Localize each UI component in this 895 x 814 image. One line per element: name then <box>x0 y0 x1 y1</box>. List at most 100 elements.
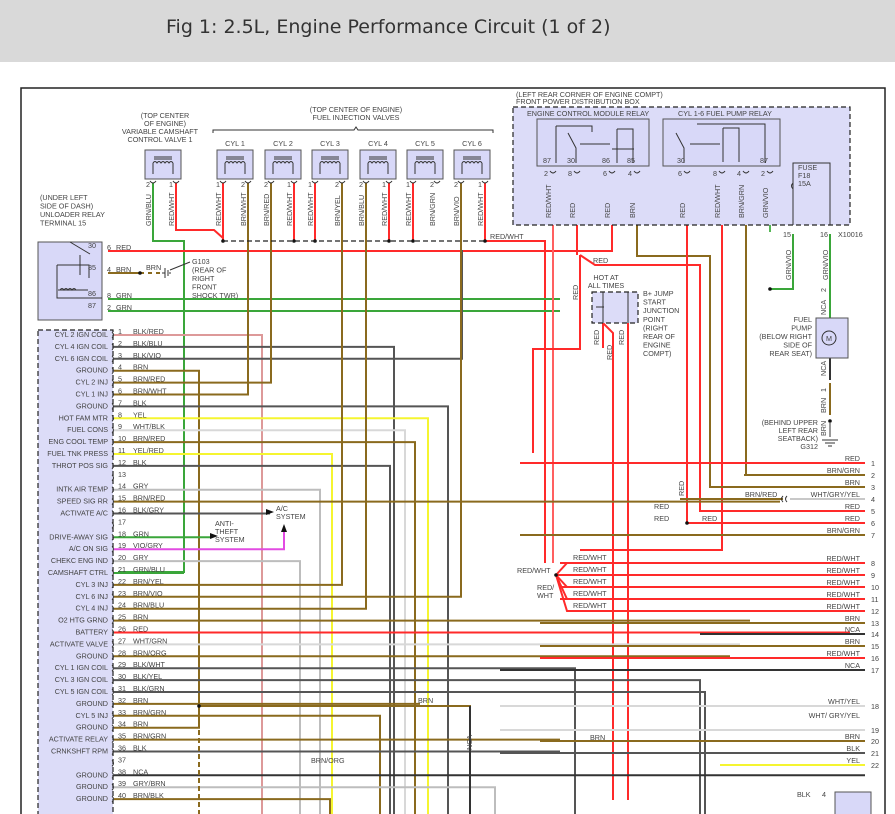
wire-color-label: GRN/VIO <box>784 249 793 280</box>
pin-connector-icon <box>111 629 114 636</box>
ecm-pin-name: CYL 5 IGN COIL <box>55 687 108 696</box>
right-pin-number: 13 <box>871 619 879 628</box>
pin-connector-icon <box>573 170 581 174</box>
pin-connector-icon <box>683 170 691 174</box>
pin-connector-icon <box>111 343 114 351</box>
pin-connector-icon <box>718 170 726 174</box>
ecm-pin-name: CYL 2 INJ <box>76 378 109 387</box>
wire-red-wht <box>555 562 865 576</box>
ecm-pin-wire-label: BRN/BLU <box>133 601 164 610</box>
ecm-pin-name: ACTIVATE VALVE <box>50 639 108 648</box>
ground-g103-label: RIGHT <box>192 274 215 283</box>
pin-connector-icon <box>111 367 114 375</box>
right-pin-wire-label: WHT/YEL <box>828 697 860 706</box>
pin-connector-icon <box>244 180 252 184</box>
wire-color-label: RED <box>702 514 717 523</box>
pin-number: 1 <box>478 180 482 189</box>
ecm-pin-name: INTK AIR TEMP <box>56 485 108 494</box>
wire-color-label: BLK <box>797 790 811 799</box>
pin-connector-icon <box>111 760 114 767</box>
ecm-pin-number: 26 <box>118 625 126 634</box>
injectors-location: (TOP CENTER OF ENGINE) <box>310 105 402 114</box>
ecm-pin-name: CYL 5 INJ <box>76 711 109 720</box>
wire-color-label: RED/ <box>537 583 554 592</box>
camshaft-valve-name: VARIABLE CAMSHAFT <box>122 127 199 136</box>
ecm-pin-wire-label: NCA <box>133 767 148 776</box>
ecm-pin-wire-label: BRN <box>133 613 148 622</box>
pin-connector-icon <box>111 438 114 446</box>
relay-terminal: 30 <box>567 156 575 165</box>
wire-color-label: RED/WHT <box>573 565 607 574</box>
figure-title-bar: Fig 1: 2.5L, Engine Performance Circuit … <box>0 0 895 62</box>
wire-color-label: RED <box>654 514 669 523</box>
arrow-icon <box>266 509 274 515</box>
injector-label-cyl-1: CYL 1 <box>225 139 245 148</box>
wire-ecm-pin-8 <box>114 417 429 814</box>
ecm-pin-name: CYL 2 IGN COIL <box>55 330 108 339</box>
ecm-pin-number: 11 <box>118 446 125 455</box>
wire-color-label: BRN <box>116 265 131 274</box>
pin-number: 6 <box>107 243 111 252</box>
pin-number: 8 <box>713 169 717 178</box>
pin-number: 15 <box>783 230 791 239</box>
ecm-pin-number: 1 <box>118 327 122 336</box>
splice-dot <box>828 419 832 423</box>
right-pin-wire-label: BRN <box>845 614 860 623</box>
relay-terminal: 87 <box>88 301 96 310</box>
right-pin-wire-label: NCA <box>845 661 860 670</box>
pin-number: 8 <box>107 291 111 300</box>
pin-number: 2 <box>430 180 434 189</box>
pin-number: 2 <box>241 180 245 189</box>
wire-ecm-pin-5 <box>114 183 272 384</box>
pin-connector-icon <box>111 736 114 743</box>
ecm-pin-number: 29 <box>118 660 126 669</box>
wire-ecm-pin-30 <box>114 679 701 814</box>
pin-number: 2 <box>544 169 548 178</box>
splice-dot <box>768 287 772 291</box>
ecm-pin-number: 30 <box>118 672 126 681</box>
fuel-injector-cyl-1 <box>216 149 254 180</box>
ecm-pin-wire-label: BRN/BLK <box>133 791 164 800</box>
ecm-pin-name: CYL 1 IGN COIL <box>55 663 108 672</box>
junction-label: JUNCTION <box>643 306 679 315</box>
pin-connector-icon <box>111 331 114 339</box>
ecm-pin-wire-label: BRN <box>133 363 148 372</box>
fuel-pump-label: (BELOW RIGHT <box>759 332 812 341</box>
fuel-injector-cyl-5 <box>406 149 444 180</box>
ecm-pin-wire-label: GRY <box>133 482 149 491</box>
camshaft-valve-location: (TOP CENTER <box>141 111 189 120</box>
ecm-pin-name: GROUND <box>76 366 108 375</box>
pin-connector-icon <box>111 676 114 684</box>
right-pin-number: 20 <box>871 737 879 746</box>
wire-color-label: RED/WHT <box>573 589 607 598</box>
ecm-pin-number: 9 <box>118 422 122 431</box>
wire-color-label: RED/WHT <box>573 577 607 586</box>
wire-ecm-pin-2 <box>114 345 395 814</box>
bottom-right-component <box>834 791 872 814</box>
wire-ecm-pin-31 <box>114 691 706 814</box>
power-box-location: (LEFT REAR CORNER OF ENGINE COMPT) <box>516 90 663 99</box>
fuel-pump-relay <box>662 118 781 167</box>
pin-connector-icon <box>742 170 750 174</box>
ecm-pin-wire-label: GRY <box>133 553 149 562</box>
pin-connector-icon <box>111 652 114 660</box>
pin-connector-icon <box>111 700 114 708</box>
ecm-pin-name: CYL 3 INJ <box>76 580 109 589</box>
wire-color-label: BRN/ORG <box>311 756 345 765</box>
pin-connector-icon <box>111 533 114 541</box>
pin-connector-icon <box>766 170 774 174</box>
ecm-pin-wire-label: GRN <box>133 529 149 538</box>
hot-at-all-times-label: HOT AT <box>593 273 619 282</box>
ecm-pin-wire-label: WHT/BLK <box>133 422 165 431</box>
figure-title: Fig 1: 2.5L, Engine Performance Circuit … <box>166 16 611 38</box>
ecm-pin-number: 38 <box>118 767 126 776</box>
pin-connector-icon <box>172 180 180 184</box>
ecm-pin-wire-label: BLK/WHT <box>133 660 166 669</box>
wire-color-label: BRN/RED <box>262 194 271 226</box>
ecm-pin-number: 3 <box>118 351 122 360</box>
group-brace <box>212 126 494 133</box>
fuel-pump-label: FUEL <box>794 315 812 324</box>
relay-terminal: 86 <box>602 156 610 165</box>
pin-connector-icon <box>111 795 114 803</box>
fuel-injector-cyl-3 <box>311 149 349 180</box>
